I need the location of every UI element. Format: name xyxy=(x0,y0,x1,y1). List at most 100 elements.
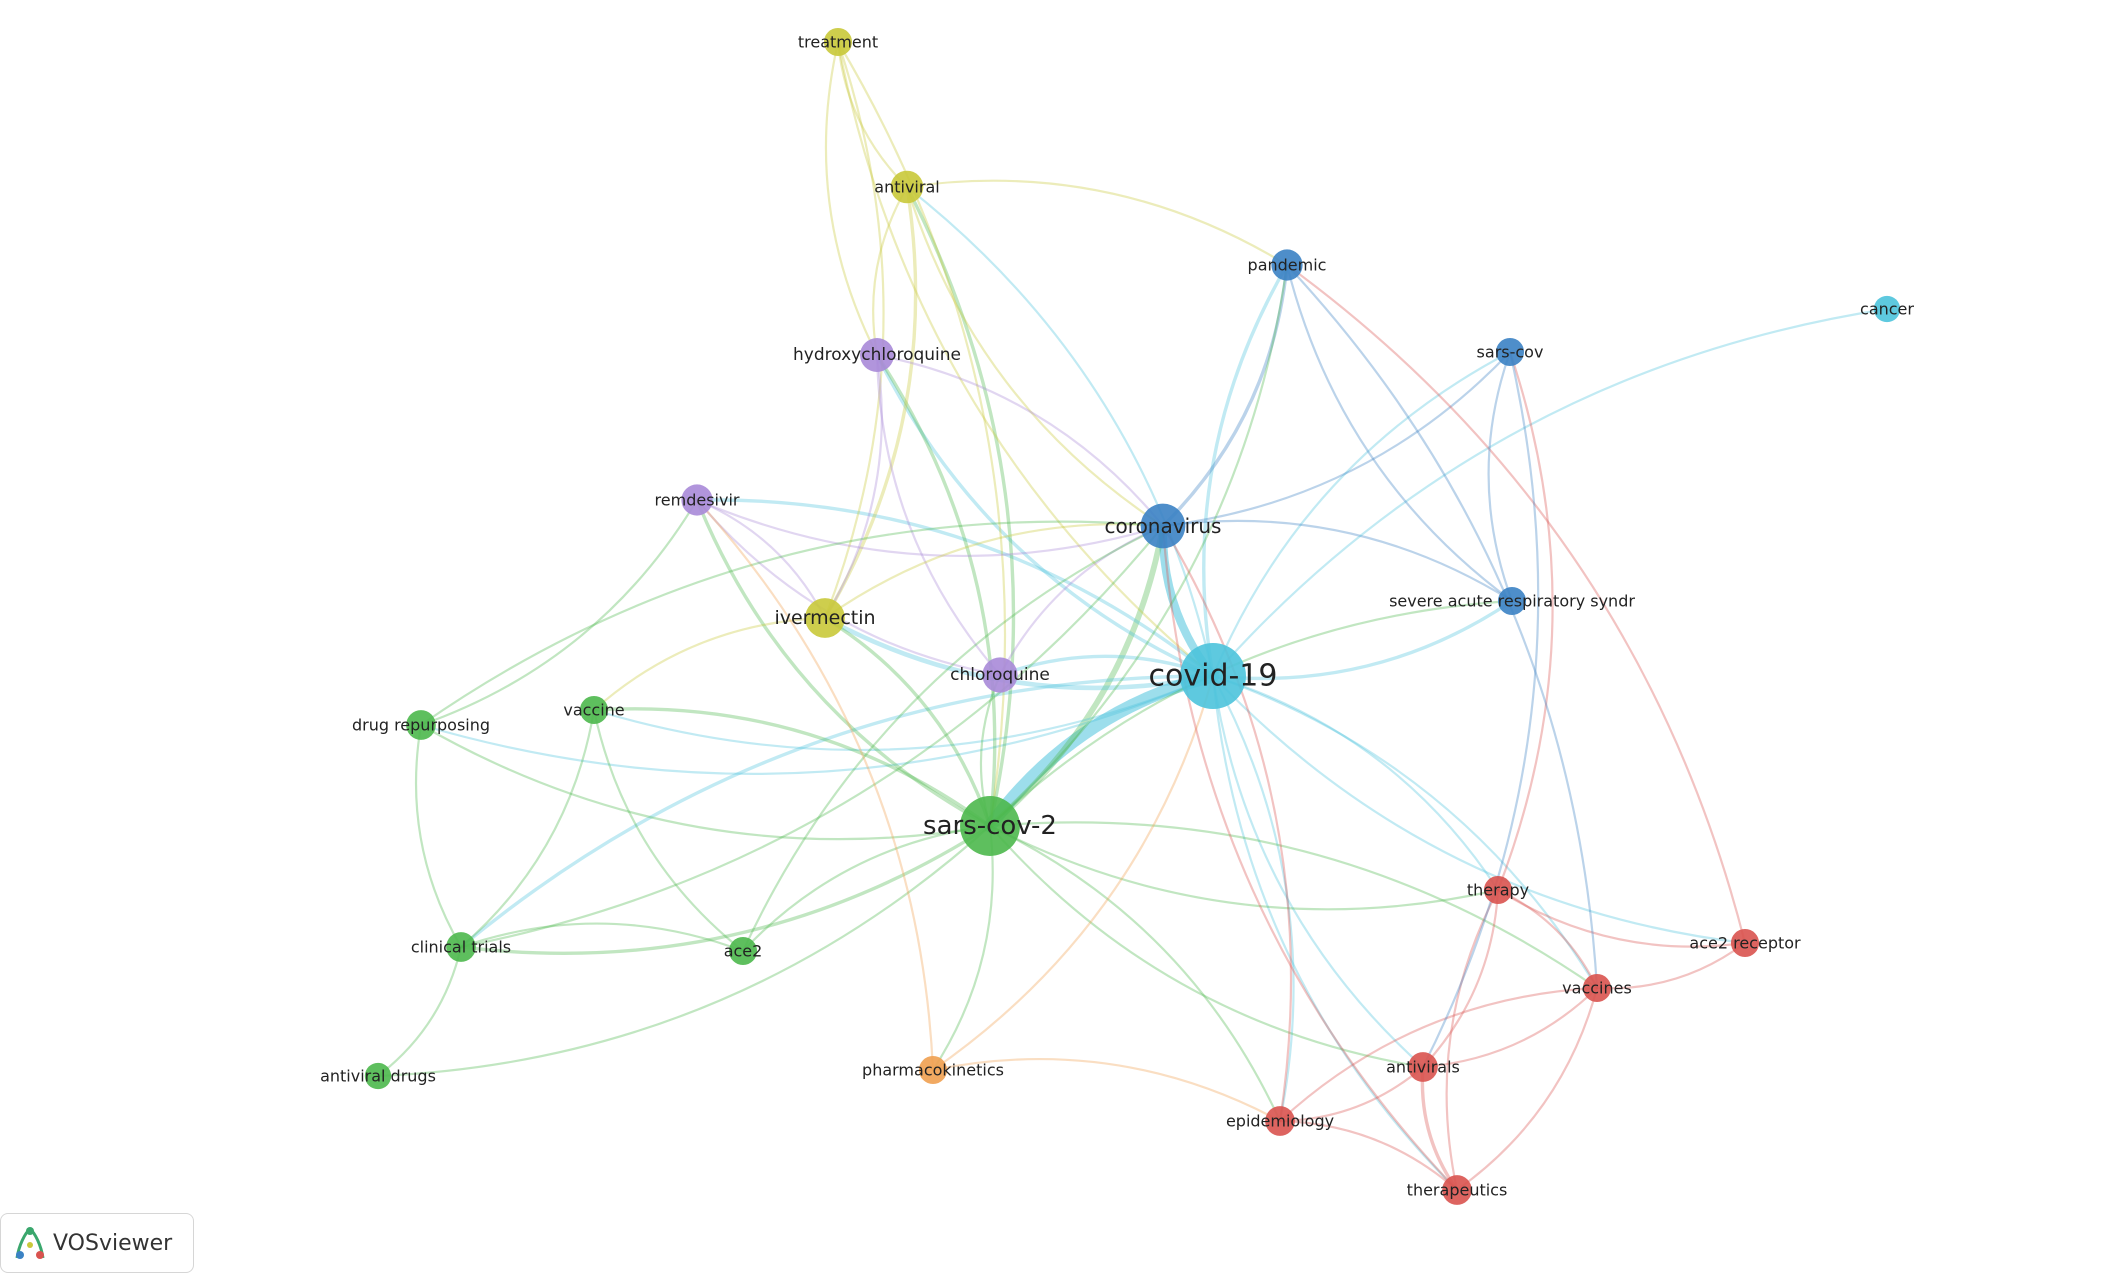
vosviewer-logo-icon xyxy=(15,1227,45,1259)
link-therapy-sars-cov xyxy=(1496,350,1554,892)
node-vaccines[interactable] xyxy=(1582,973,1612,1003)
vosviewer-brand: VOSviewer xyxy=(0,1213,194,1273)
node-label-covid-19: covid-19 xyxy=(1149,659,1278,694)
link-hydroxychloroquine-coronavirus xyxy=(875,353,1165,528)
node-label-epidemiology: epidemiology xyxy=(1226,1112,1334,1131)
node-label-ace2-receptor: ace2 receptor xyxy=(1689,934,1801,953)
node-epidemiology[interactable] xyxy=(1265,1106,1295,1136)
link-treatment-ivermectin xyxy=(823,40,885,620)
node-ace2-receptor[interactable] xyxy=(1730,928,1760,958)
nodes-layer xyxy=(364,27,1901,1205)
node-label-antiviral-drugs: antiviral drugs xyxy=(320,1067,436,1086)
node-vaccine[interactable] xyxy=(579,695,609,725)
node-severe[interactable] xyxy=(1497,586,1527,616)
link-treatment-hydroxychloroquine xyxy=(824,40,879,357)
node-covid-19[interactable] xyxy=(1180,643,1246,709)
link-drug-repurposing-clinical-trials xyxy=(414,723,463,949)
node-remdesivir[interactable] xyxy=(681,484,713,516)
link-covid-19-sars-cov-2 xyxy=(983,669,1220,833)
link-covid-19-sars-cov xyxy=(1211,350,1512,678)
link-covid-19-cancer xyxy=(1211,307,1889,678)
node-clinical-trials[interactable] xyxy=(446,932,476,962)
node-chloroquine[interactable] xyxy=(982,657,1018,693)
link-pharmacokinetics-epidemiology xyxy=(931,1057,1282,1123)
link-epidemiology-coronavirus xyxy=(1161,524,1293,1123)
link-coronavirus-severe xyxy=(1161,519,1514,603)
node-cancer[interactable] xyxy=(1873,295,1901,323)
node-label-treatment: treatment xyxy=(798,33,878,52)
node-antiviral-drugs[interactable] xyxy=(364,1062,392,1090)
link-sars-cov-2-clinical-trials xyxy=(459,824,992,955)
links-layer xyxy=(376,40,1889,1192)
link-sars-cov-2-antiviral xyxy=(905,185,1016,828)
link-coronavirus-pandemic xyxy=(1161,263,1289,528)
link-antiviral-coronavirus xyxy=(905,185,1165,528)
link-pharmacokinetics-covid-19 xyxy=(931,674,1215,1072)
node-pharmacokinetics[interactable] xyxy=(918,1055,948,1085)
link-vaccines-antivirals xyxy=(1421,986,1599,1069)
node-label-sars-cov-2: sars-cov-2 xyxy=(923,811,1057,841)
node-sars-cov-2[interactable] xyxy=(960,796,1020,856)
link-sars-cov-2-antivirals xyxy=(988,824,1425,1069)
node-label-clinical-trials: clinical trials xyxy=(411,938,511,957)
link-covid-19-antivirals xyxy=(1211,674,1425,1069)
link-pandemic-vaccines xyxy=(1285,263,1599,990)
link-sars-cov-severe xyxy=(1487,350,1514,603)
node-label-pandemic: pandemic xyxy=(1248,256,1327,275)
node-label-drug-repurposing: drug repurposing xyxy=(352,716,490,735)
node-label-chloroquine: chloroquine xyxy=(950,665,1050,685)
link-covid-19-clinical-trials xyxy=(459,674,1215,949)
node-sars-cov[interactable] xyxy=(1495,337,1525,367)
node-hydroxychloroquine[interactable] xyxy=(860,338,894,372)
node-coronavirus[interactable] xyxy=(1140,503,1186,549)
link-covid-19-severe xyxy=(1211,599,1514,681)
link-therapeutics-coronavirus xyxy=(1161,524,1459,1192)
node-ivermectin[interactable] xyxy=(805,598,845,638)
link-sars-cov-2-epidemiology xyxy=(988,824,1282,1123)
node-label-ace2: ace2 xyxy=(724,942,763,961)
link-sars-cov-2-hydroxychloroquine xyxy=(875,353,997,828)
node-treatment[interactable] xyxy=(823,27,853,57)
link-clinical-trials-ace2 xyxy=(459,922,745,953)
link-vaccine-ace2 xyxy=(592,708,745,953)
brand-name: VOSviewer xyxy=(53,1230,173,1256)
link-drug-repurposing-coronavirus xyxy=(419,520,1165,727)
link-chloroquine-coronavirus xyxy=(998,524,1165,677)
link-clinical-trials-antiviral-drugs xyxy=(376,945,463,1078)
node-therapy[interactable] xyxy=(1483,875,1513,905)
link-covid-19-epidemiology xyxy=(1211,674,1295,1123)
link-sars-cov-2-vaccines xyxy=(988,821,1599,990)
link-covid-19-vaccines xyxy=(1211,674,1599,990)
link-pharmacokinetics-remdesivir xyxy=(695,498,935,1072)
node-label-hydroxychloroquine: hydroxychloroquine xyxy=(793,345,961,365)
node-label-vaccines: vaccines xyxy=(1562,979,1632,998)
link-ace2-coronavirus xyxy=(741,524,1165,953)
node-label-remdesivir: remdesivir xyxy=(655,491,740,510)
link-covid-19-vaccine xyxy=(592,674,1215,752)
link-sars-cov-2-ivermectin xyxy=(823,616,992,828)
link-therapy-vaccines xyxy=(1496,888,1599,990)
link-sars-cov-2-pharmacokinetics xyxy=(931,824,994,1072)
node-label-sars-cov: sars-cov xyxy=(1477,343,1544,362)
link-ace2-receptor-pandemic xyxy=(1285,263,1747,945)
node-label-antiviral: antiviral xyxy=(874,178,939,197)
link-covid-19-hydroxychloroquine xyxy=(875,353,1215,678)
node-antivirals[interactable] xyxy=(1408,1052,1438,1082)
link-vaccines-therapeutics xyxy=(1455,986,1599,1192)
node-label-pharmacokinetics: pharmacokinetics xyxy=(862,1061,1004,1080)
node-drug-repurposing[interactable] xyxy=(406,710,436,740)
node-label-therapy: therapy xyxy=(1467,881,1529,900)
node-label-coronavirus: coronavirus xyxy=(1105,514,1222,538)
link-sars-cov-2-therapy xyxy=(988,824,1500,911)
node-antiviral[interactable] xyxy=(890,170,924,204)
node-therapeutics[interactable] xyxy=(1442,1175,1472,1205)
link-covid-19-antiviral xyxy=(905,185,1215,678)
node-ace2[interactable] xyxy=(728,936,758,966)
node-pandemic[interactable] xyxy=(1271,249,1303,281)
link-covid-19-drug-repurposing xyxy=(419,674,1215,775)
node-label-ivermectin: ivermectin xyxy=(774,607,875,629)
link-remdesivir-coronavirus xyxy=(695,498,1165,558)
link-drug-repurposing-remdesivir xyxy=(419,498,699,727)
link-covid-19-therapy xyxy=(1211,674,1500,892)
